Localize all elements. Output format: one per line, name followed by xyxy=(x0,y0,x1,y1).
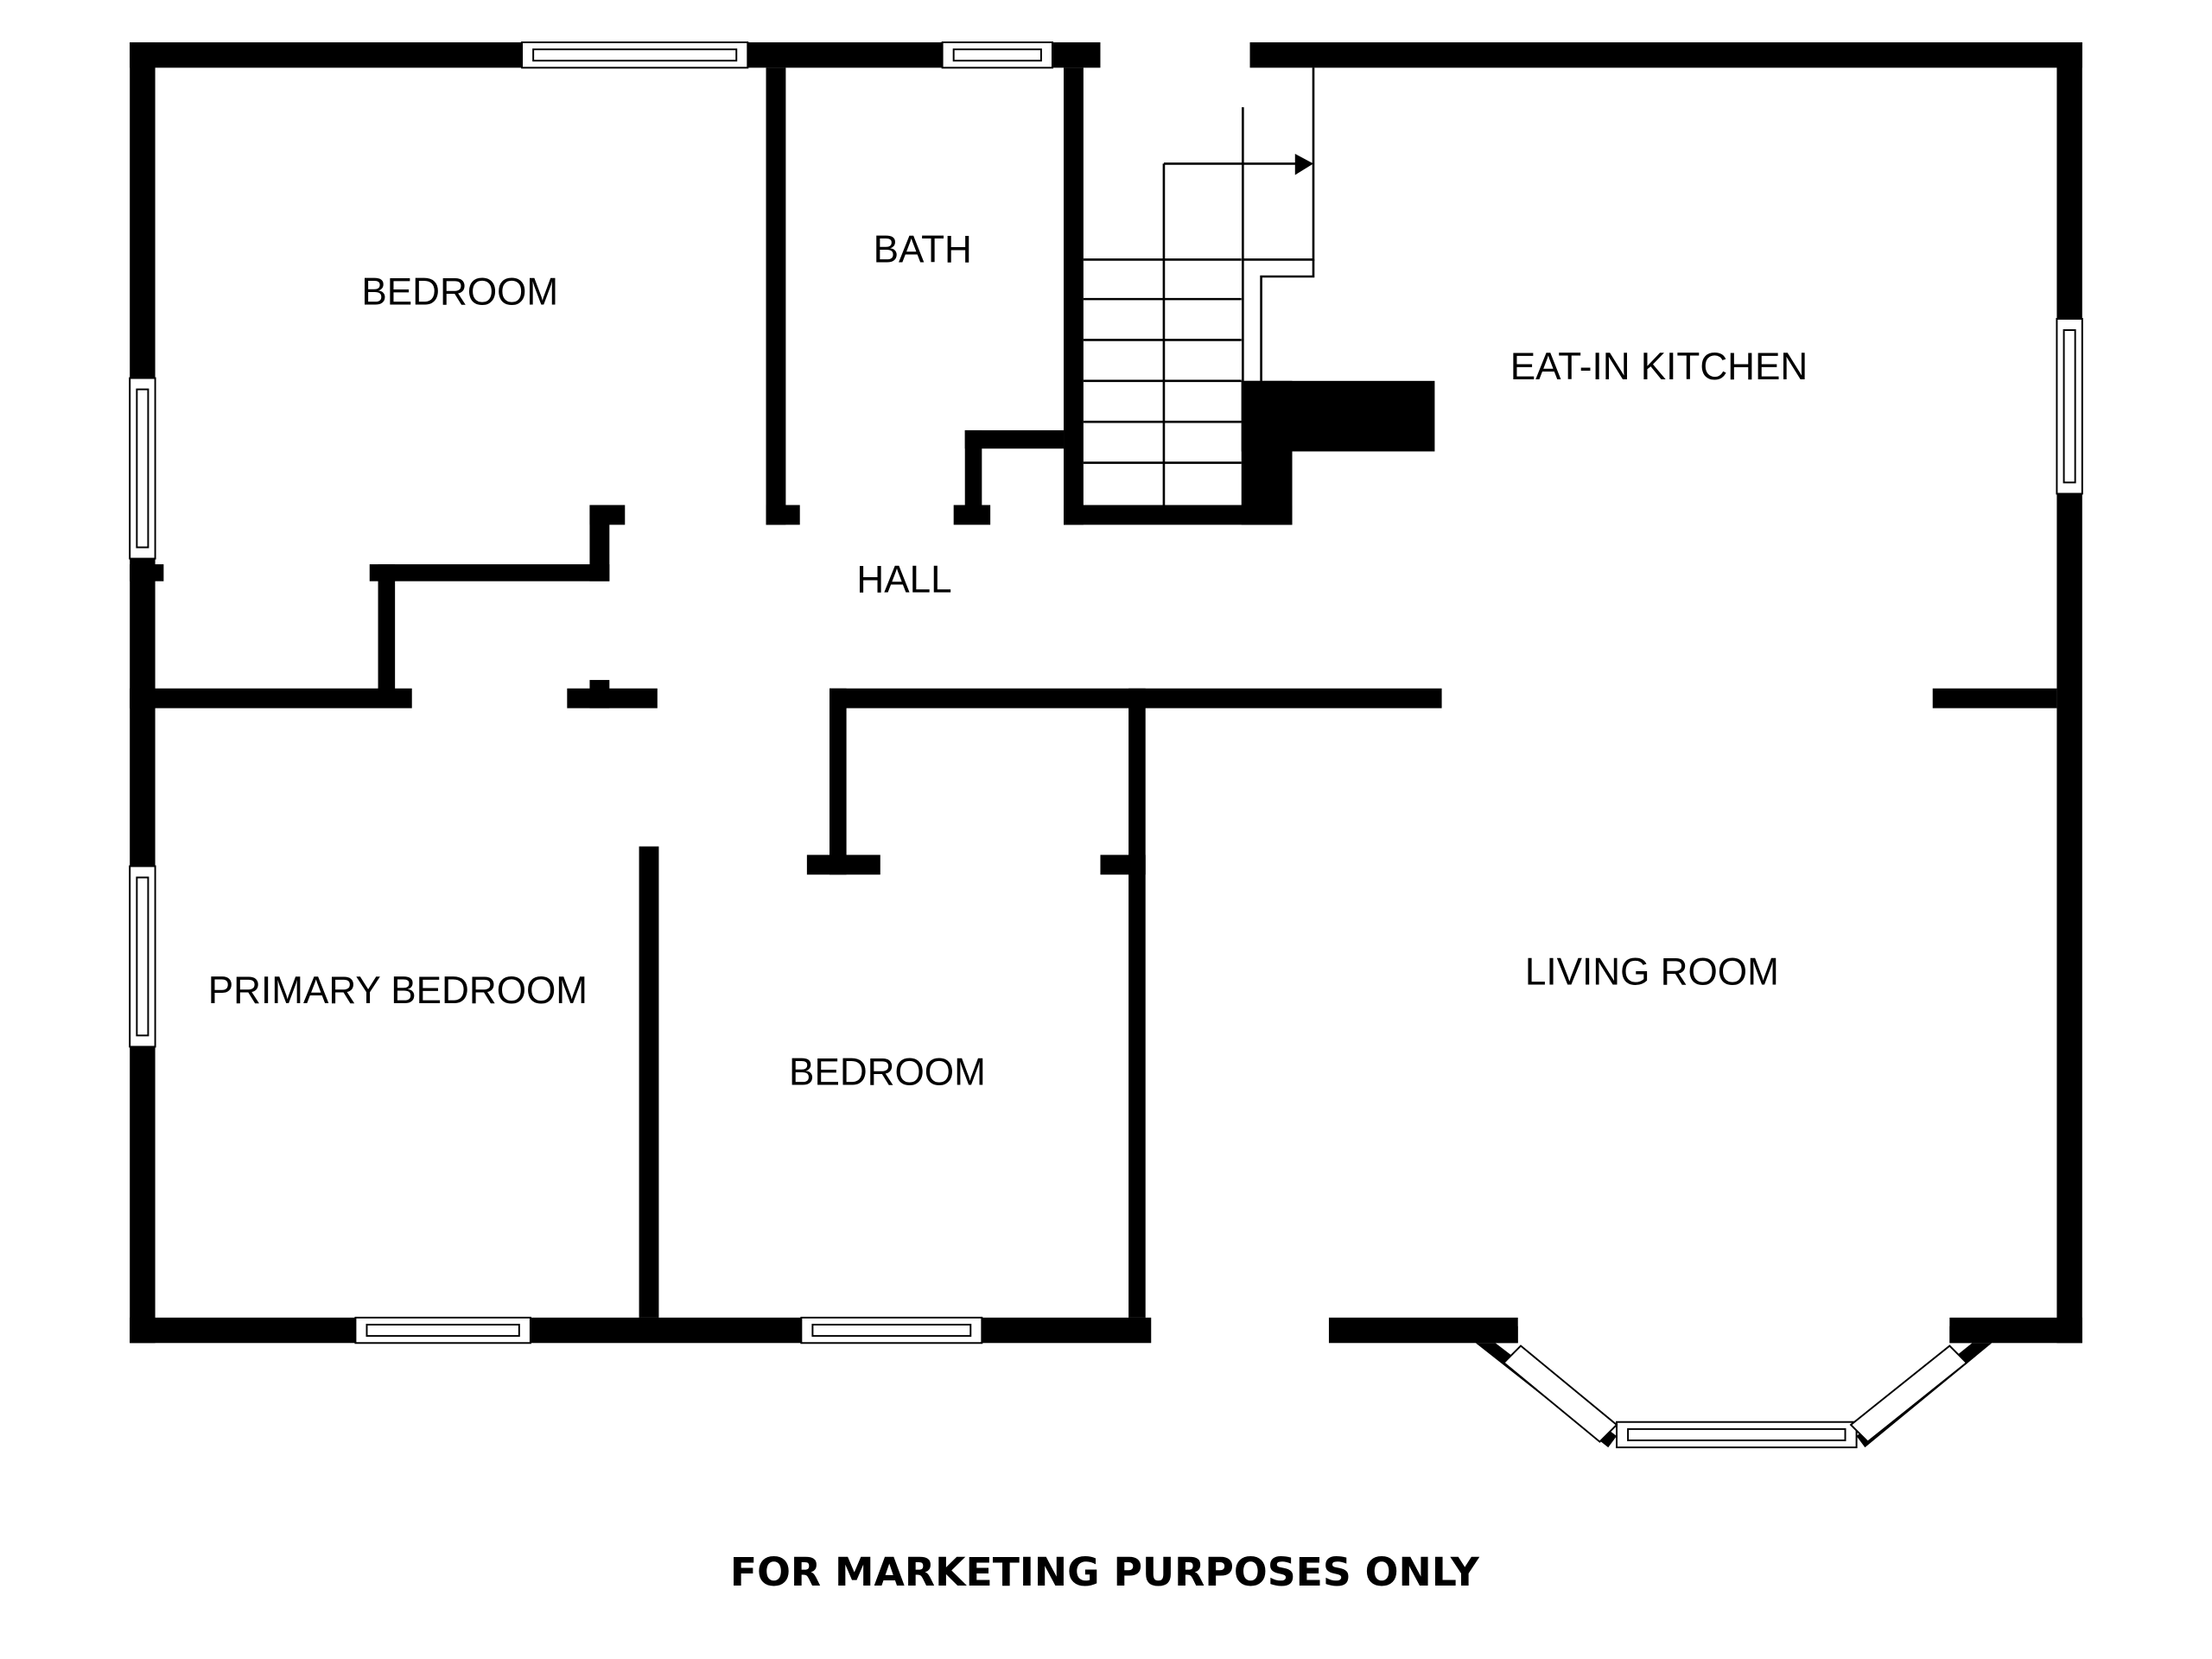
walls xyxy=(130,41,2082,1448)
room-label-bedroom-top: BEDROOM xyxy=(361,271,558,314)
room-label-bath: BATH xyxy=(874,229,972,271)
windows xyxy=(129,41,2083,1449)
room-label-living-room: LIVING ROOM xyxy=(1525,951,1779,994)
room-label-kitchen: EAT-IN KITCHEN xyxy=(1510,346,1808,388)
marketing-disclaimer: FOR MARKETING PURPOSES ONLY xyxy=(730,1549,1480,1595)
stair-direction-arrow-icon xyxy=(1294,153,1313,175)
room-label-bedroom-bottom: BEDROOM xyxy=(789,1052,986,1094)
stairs xyxy=(1083,67,1315,505)
room-labels: BEDROOM BATH EAT-IN KITCHEN HALL PRIMARY… xyxy=(208,229,1808,1094)
room-label-primary-bedroom: PRIMARY BEDROOM xyxy=(208,969,588,1012)
room-label-hall: HALL xyxy=(856,559,951,601)
